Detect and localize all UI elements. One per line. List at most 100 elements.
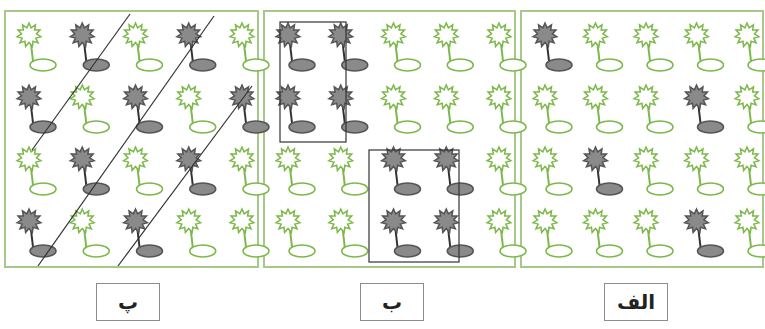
plant-base [190, 183, 216, 195]
green-plant [382, 85, 421, 133]
plant-base [137, 59, 163, 71]
plant-head [434, 209, 458, 233]
plant-base [447, 245, 473, 257]
plant-head [276, 147, 300, 171]
plant-head [70, 209, 94, 233]
green-plant [735, 147, 765, 195]
plant-base [597, 183, 623, 195]
distribution-panel [264, 11, 526, 267]
plant-head [584, 23, 608, 47]
grey-plant [329, 23, 368, 71]
grey-plant [70, 147, 109, 195]
green-plant [487, 85, 526, 133]
plant-base [546, 121, 572, 133]
plant-head [382, 85, 406, 109]
plant-base [30, 183, 56, 195]
plant-base [243, 183, 269, 195]
plant-head [634, 23, 658, 47]
plant-base [83, 121, 109, 133]
plant-base [137, 183, 163, 195]
plant-base [342, 183, 368, 195]
plant-base [698, 121, 724, 133]
plant-head [584, 147, 608, 171]
plant-base [289, 245, 315, 257]
plant-base [190, 121, 216, 133]
plant-base [289, 121, 315, 133]
plant-head [124, 147, 148, 171]
grey-plant [382, 209, 421, 257]
plant-head [533, 147, 557, 171]
grey-plant [434, 209, 473, 257]
panel-label: پ [118, 291, 138, 313]
grey-plant [17, 209, 56, 257]
plant-base [748, 245, 765, 257]
green-plant [434, 85, 473, 133]
green-plant [329, 147, 368, 195]
plant-base [500, 183, 526, 195]
plant-head [533, 209, 557, 233]
plant-head [329, 147, 353, 171]
plant-head [487, 147, 511, 171]
plant-base [395, 183, 421, 195]
plant-base [289, 59, 315, 71]
grey-plant [124, 85, 163, 133]
green-plant [634, 23, 673, 71]
green-plant [487, 209, 526, 257]
grey-plant [685, 209, 724, 257]
green-plant [584, 85, 623, 133]
plant-head [329, 85, 353, 109]
plant-head [230, 209, 254, 233]
plant-base [647, 245, 673, 257]
plant-head [533, 85, 557, 109]
plant-head [230, 23, 254, 47]
distribution-panel [5, 11, 269, 267]
plant-base [647, 183, 673, 195]
clump-box [280, 22, 346, 142]
plant-base [546, 183, 572, 195]
grey-plant [685, 85, 724, 133]
plant-base [546, 59, 572, 71]
plant-head [124, 209, 148, 233]
plant-head [735, 85, 759, 109]
plant-head [329, 23, 353, 47]
plant-base [698, 245, 724, 257]
plant-head [177, 147, 201, 171]
panel-label: ب [382, 291, 402, 313]
plant-head [70, 23, 94, 47]
plant-base [30, 59, 56, 71]
green-plant [735, 85, 765, 133]
plant-head [329, 209, 353, 233]
grey-plant [533, 23, 572, 71]
plant-head [434, 23, 458, 47]
green-plant [276, 209, 315, 257]
plant-head [685, 147, 709, 171]
green-plant [634, 147, 673, 195]
plant-base [597, 59, 623, 71]
plant-base [597, 121, 623, 133]
green-plant [230, 147, 269, 195]
green-plant [124, 147, 163, 195]
clump-box [369, 150, 459, 262]
plant-base [748, 59, 765, 71]
plant-base [447, 59, 473, 71]
panel-frame [264, 11, 515, 267]
diagonal-line [118, 86, 252, 266]
panel-label-box: پ [96, 283, 160, 321]
plant-base [190, 59, 216, 71]
plant-base [243, 59, 269, 71]
grey-plant [177, 23, 216, 71]
plant-base [83, 245, 109, 257]
green-plant [487, 147, 526, 195]
panel-frame [5, 11, 258, 267]
green-plant [487, 23, 526, 71]
plant-base [190, 245, 216, 257]
green-plant [329, 209, 368, 257]
plant-head [382, 23, 406, 47]
plant-base [698, 183, 724, 195]
grey-plant [70, 23, 109, 71]
plant-head [685, 85, 709, 109]
plant-head [685, 209, 709, 233]
plant-head [685, 23, 709, 47]
